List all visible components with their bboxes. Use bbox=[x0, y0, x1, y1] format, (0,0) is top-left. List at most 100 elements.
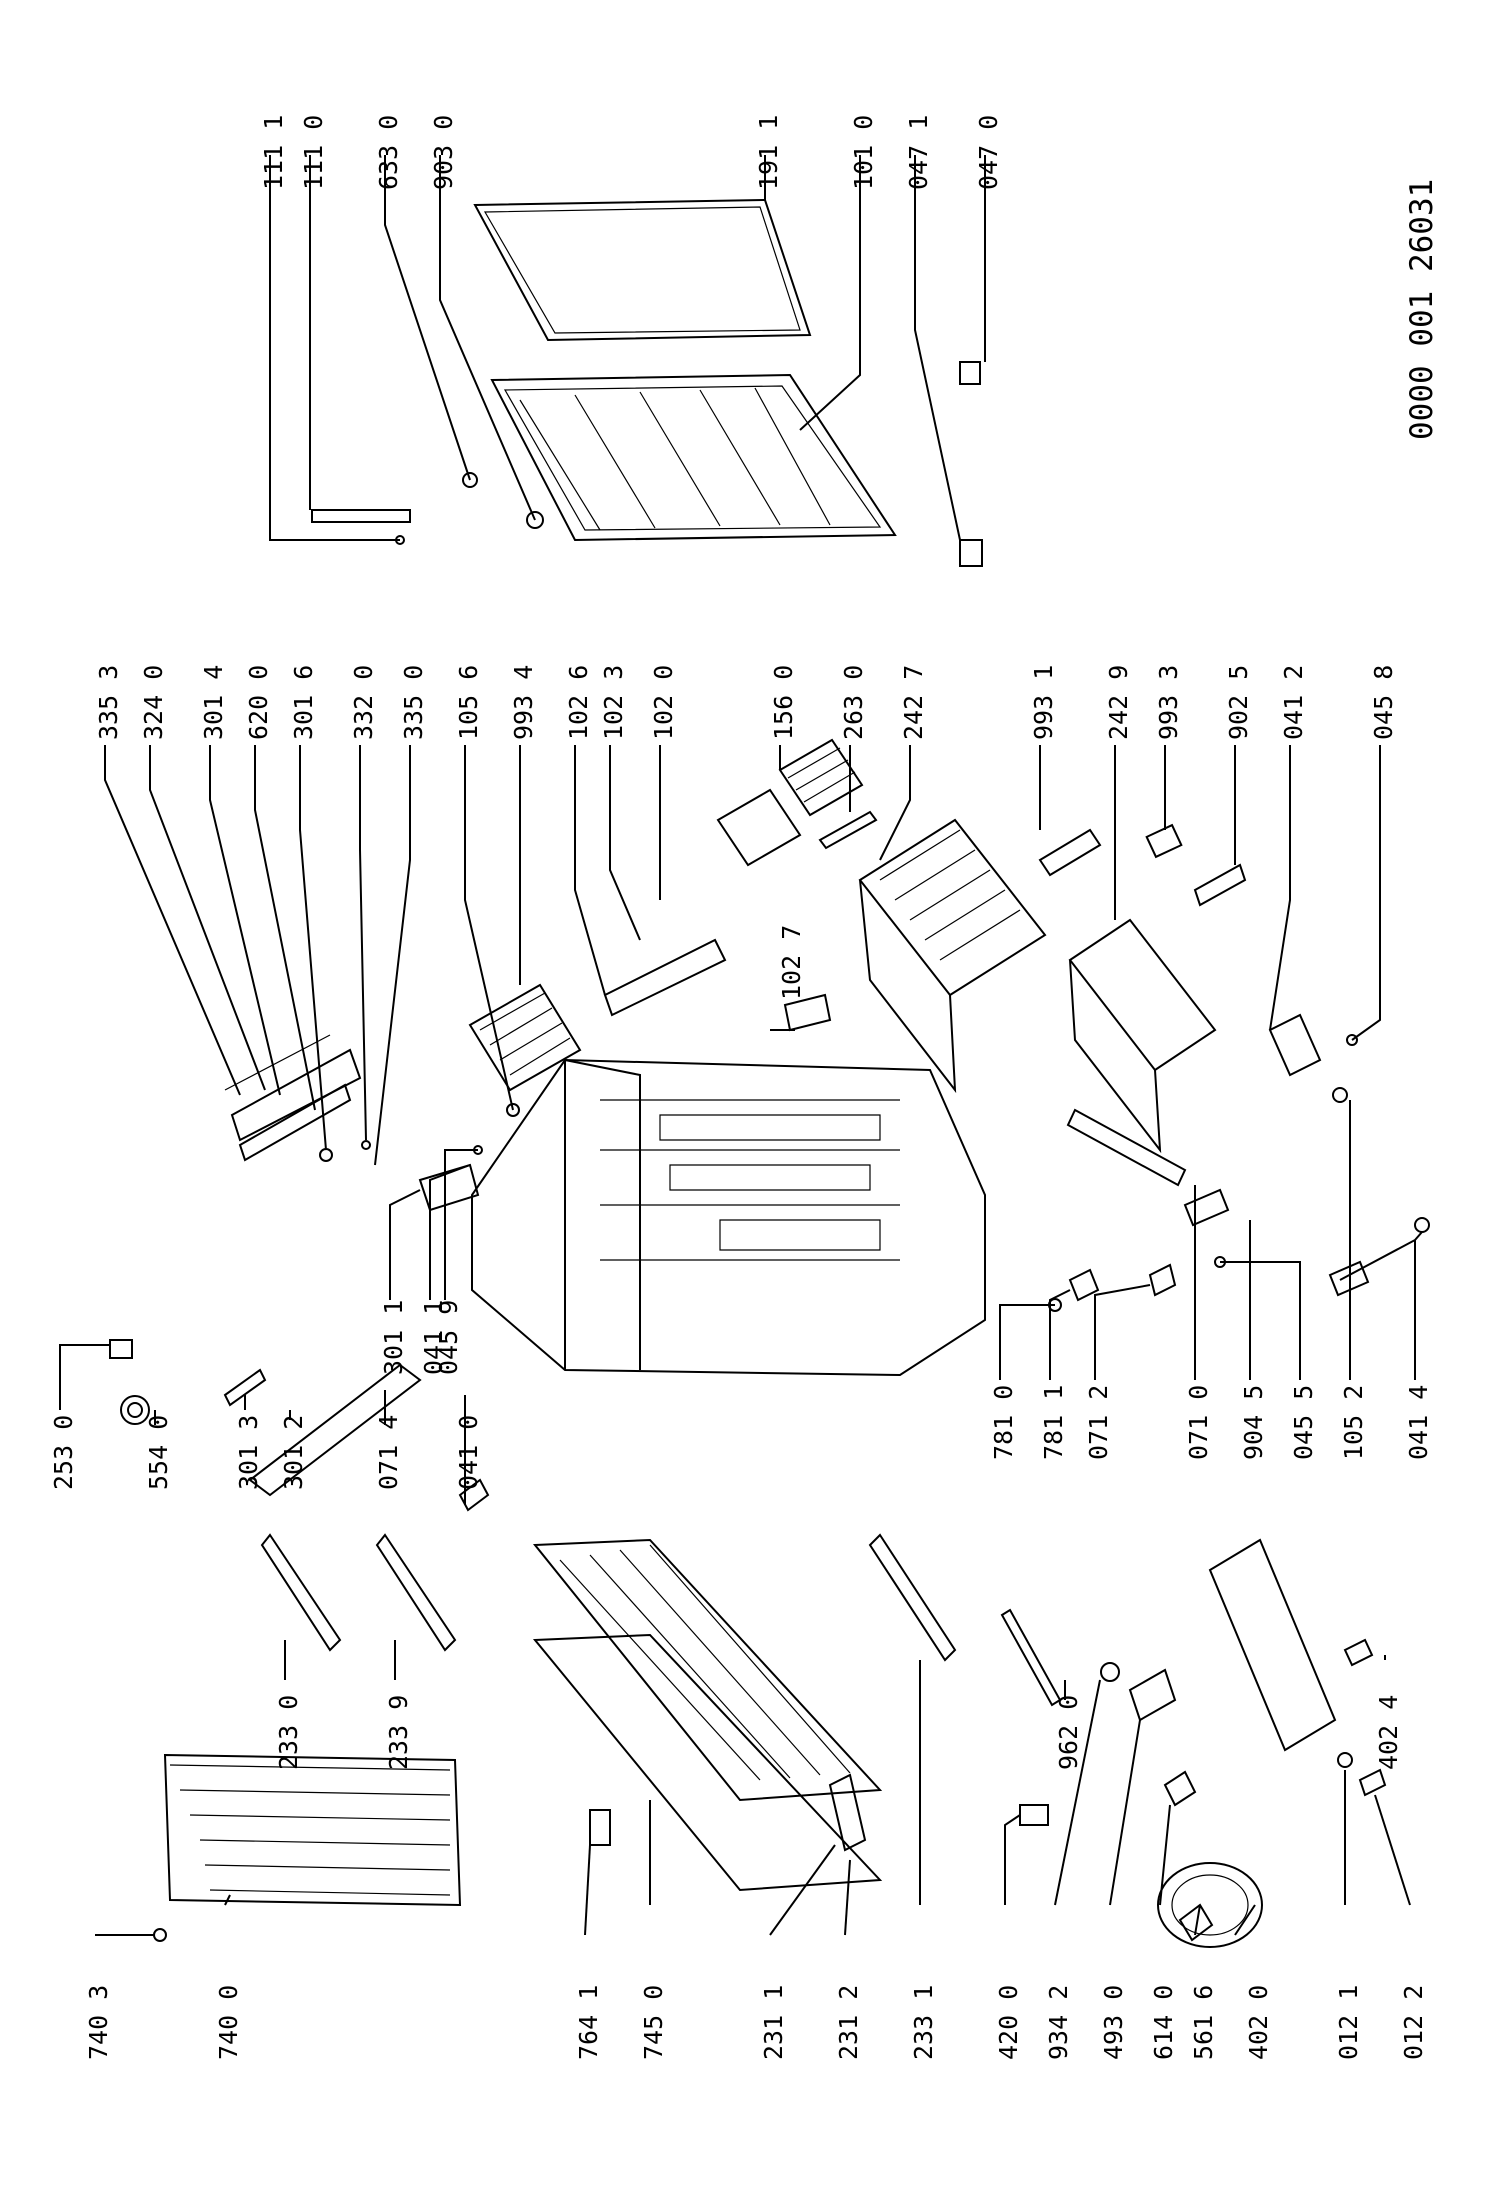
label-740-3: 740 3 bbox=[84, 1985, 113, 2060]
label-554-0: 554 0 bbox=[144, 1415, 173, 1490]
part-420-0-drawing bbox=[1019, 1804, 1049, 1826]
label-102-7: 102 7 bbox=[777, 925, 806, 1000]
kick-plate-drawing bbox=[1066, 1108, 1187, 1187]
label-993-1: 993 1 bbox=[1029, 665, 1058, 740]
label-781-1: 781 1 bbox=[1039, 1385, 1068, 1460]
label-633-0: 633 0 bbox=[374, 115, 403, 190]
ice-trays-drawing bbox=[716, 738, 864, 867]
part-561-6-drawing bbox=[1178, 1903, 1214, 1942]
drawer-242-7-drawing bbox=[858, 818, 1047, 1094]
label-301-4: 301 4 bbox=[199, 665, 228, 740]
label-242-7: 242 7 bbox=[899, 665, 928, 740]
label-993-3-drawing bbox=[1145, 823, 1183, 859]
label-993-4: 993 4 bbox=[509, 665, 538, 740]
part-934-2-drawing bbox=[1100, 1662, 1120, 1682]
label-071-0: 071 0 bbox=[1184, 1385, 1213, 1460]
clip-902-5-drawing bbox=[1193, 863, 1247, 907]
part-301-3-drawing bbox=[223, 1368, 267, 1407]
label-402-0: 402 0 bbox=[1244, 1985, 1273, 2060]
label-102-3: 102 3 bbox=[599, 665, 628, 740]
part-071-2-drawing bbox=[1148, 1263, 1177, 1297]
label-324-0: 324 0 bbox=[139, 665, 168, 740]
rail-102-0-drawing bbox=[603, 938, 727, 1017]
rail-233-0-drawing bbox=[260, 1533, 342, 1652]
part-962-0-drawing bbox=[1000, 1608, 1062, 1707]
label-420-0: 420 0 bbox=[994, 1985, 1023, 2060]
label-045-9: 045 9 bbox=[434, 1300, 463, 1375]
document-number: 0000 001 26031 bbox=[1404, 179, 1440, 440]
label-301-6: 301 6 bbox=[289, 665, 318, 740]
door-gasket-drawing bbox=[473, 198, 812, 342]
door-panel-drawing bbox=[490, 373, 897, 542]
label-962-0: 962 0 bbox=[1054, 1695, 1083, 1770]
label-231-2: 231 2 bbox=[834, 1985, 863, 2060]
drawer-front-993-1-drawing bbox=[1038, 828, 1102, 877]
label-105-6: 105 6 bbox=[454, 665, 483, 740]
label-620-0: 620 0 bbox=[244, 665, 273, 740]
part-047-1-drawing bbox=[959, 539, 983, 567]
evaporator-drawing bbox=[163, 1753, 462, 1907]
label-071-2: 071 2 bbox=[1084, 1385, 1113, 1460]
top-hinge-drawing bbox=[311, 472, 544, 545]
label-904-5: 904 5 bbox=[1239, 1385, 1268, 1460]
scraper-drawing bbox=[818, 810, 878, 850]
label-111-0: 111 0 bbox=[299, 115, 328, 190]
label-263-0: 263 0 bbox=[839, 665, 868, 740]
label-233-1: 233 1 bbox=[909, 1985, 938, 2060]
label-111-1: 111 1 bbox=[259, 115, 288, 190]
label-233-0: 233 0 bbox=[274, 1695, 303, 1770]
part-071-4-drawing bbox=[248, 1363, 422, 1497]
label-301-2: 301 2 bbox=[279, 1415, 308, 1490]
rail-233-9-drawing bbox=[375, 1533, 457, 1652]
rail-233-1-drawing bbox=[868, 1533, 957, 1662]
label-233-9: 233 9 bbox=[384, 1695, 413, 1770]
part-labels: 111 1 111 0 633 0 903 0 191 1 101 0 047 … bbox=[49, 115, 1433, 2060]
part-047-0-drawing bbox=[959, 361, 981, 385]
thermostat-drawing bbox=[418, 1163, 480, 1212]
part-012-2-drawing bbox=[1358, 1768, 1387, 1797]
lower-hinge-drawing bbox=[1268, 1013, 1322, 1077]
label-045-5: 045 5 bbox=[1289, 1385, 1318, 1460]
label-335-3: 335 3 bbox=[94, 665, 123, 740]
label-493-0: 493 0 bbox=[1099, 1985, 1128, 2060]
label-614-0: 614 0 bbox=[1149, 1985, 1178, 2060]
part-781-1-drawing bbox=[1068, 1268, 1100, 1302]
label-902-5: 902 5 bbox=[1224, 665, 1253, 740]
label-301-1: 301 1 bbox=[379, 1300, 408, 1375]
part-253-0-drawing bbox=[109, 1339, 133, 1359]
label-764-1: 764 1 bbox=[574, 1985, 603, 2060]
part-493-0-drawing bbox=[1128, 1668, 1177, 1722]
label-012-1: 012 1 bbox=[1334, 1985, 1363, 2060]
part-764-1-drawing bbox=[589, 1809, 611, 1846]
label-102-6: 102 6 bbox=[564, 665, 593, 740]
drawer-242-9-drawing bbox=[1068, 918, 1217, 1154]
label-191-1: 191 1 bbox=[754, 115, 783, 190]
label-335-0: 335 0 bbox=[399, 665, 428, 740]
wire-shelves-drawing bbox=[532, 1538, 883, 1892]
label-012-2: 012 2 bbox=[1399, 1985, 1428, 2060]
part-012-1-drawing bbox=[1337, 1752, 1353, 1768]
label-740-0: 740 0 bbox=[214, 1985, 243, 2060]
label-041-1: 041 1 bbox=[419, 1300, 448, 1375]
label-242-9: 242 9 bbox=[1104, 665, 1133, 740]
cabinet-drawing bbox=[471, 1058, 986, 1377]
label-045-8: 045 8 bbox=[1369, 665, 1398, 740]
bracket-102-7-drawing bbox=[783, 993, 832, 1032]
control-panel-drawing bbox=[224, 1034, 371, 1162]
label-993-3: 993 3 bbox=[1154, 665, 1183, 740]
label-903-0: 903 0 bbox=[429, 115, 458, 190]
label-041-2: 041 2 bbox=[1279, 665, 1308, 740]
part-231-drawing bbox=[828, 1773, 867, 1852]
label-156-0: 156 0 bbox=[769, 665, 798, 740]
label-934-2: 934 2 bbox=[1044, 1985, 1073, 2060]
label-253-0: 253 0 bbox=[49, 1415, 78, 1490]
part-904-5-drawing bbox=[1183, 1188, 1230, 1227]
label-047-0: 047 0 bbox=[974, 115, 1003, 190]
part-614-0-drawing bbox=[1163, 1770, 1197, 1807]
label-041-0: 041 0 bbox=[454, 1415, 483, 1490]
compressor-drawing bbox=[1157, 1862, 1263, 1948]
part-554-0-drawing bbox=[120, 1395, 150, 1425]
label-041-4: 041 4 bbox=[1404, 1385, 1433, 1460]
label-561-6: 561 6 bbox=[1189, 1985, 1218, 2060]
